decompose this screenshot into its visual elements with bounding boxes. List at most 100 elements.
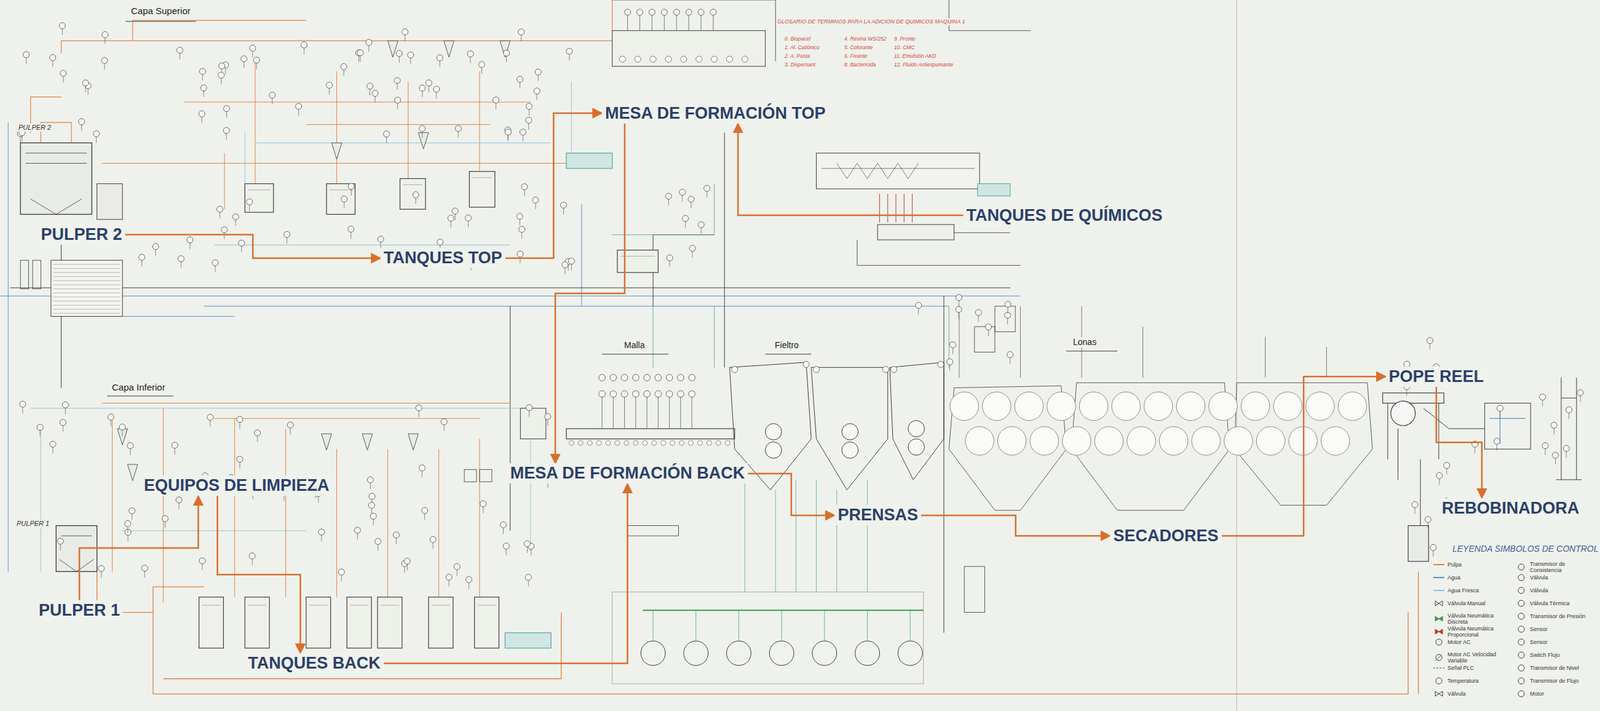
instrument-symbol	[466, 576, 473, 583]
instrument-symbol	[171, 442, 178, 449]
tank-symbol	[32, 260, 41, 289]
legend-text: Transmisor de Flujo	[1529, 677, 1594, 684]
pipe-line	[635, 397, 636, 429]
dryer-cylinder	[1273, 391, 1302, 420]
legend-sample	[1515, 664, 1528, 672]
dryer-cylinder	[1240, 391, 1270, 420]
instrument-tap	[564, 268, 566, 275]
pipe-line	[664, 15, 665, 31]
annotation-label: Lonas	[1071, 336, 1098, 348]
pipe-line	[380, 605, 400, 606]
tank-symbol	[974, 326, 995, 352]
instrument-symbol	[198, 110, 205, 117]
felt-roll	[937, 360, 944, 368]
instrument-tap	[418, 410, 420, 417]
instrument-tap	[386, 137, 387, 144]
instrument-symbol	[19, 400, 26, 408]
roll-symbol	[661, 440, 666, 446]
pipe-line	[613, 397, 614, 429]
instrument-tap	[127, 526, 128, 533]
tank-symbol	[428, 597, 454, 649]
legend-entry: Válvula	[1515, 573, 1596, 582]
instrument-symbol	[915, 302, 922, 309]
instrument-symbol	[354, 526, 361, 534]
instrument-tap	[21, 135, 23, 143]
cleaner-cone	[443, 40, 455, 58]
instrument-symbol	[1542, 442, 1549, 449]
instrument-tap	[535, 202, 537, 210]
tank-symbol	[877, 224, 954, 240]
legend-entry: Válvula	[1515, 586, 1596, 595]
legend-entry: Sensor	[1515, 638, 1596, 646]
pipe-line	[431, 605, 451, 606]
instrument-symbol	[177, 255, 184, 262]
vacuum-pump	[897, 640, 923, 666]
legend-text: Motor AC	[1447, 638, 1512, 646]
pipe-line	[477, 605, 497, 606]
pipe-line	[823, 609, 825, 641]
instrument-symbol	[338, 568, 345, 575]
instrument-symbol	[375, 538, 382, 545]
screen-line	[52, 288, 121, 290]
screen-line	[52, 268, 121, 269]
pipe-line	[744, 479, 868, 593]
roll-symbol	[711, 55, 718, 63]
tank-symbol	[326, 183, 355, 215]
roll-symbol	[741, 55, 748, 63]
vacuum-pump	[855, 640, 880, 666]
instrument-tap	[571, 264, 572, 271]
instrument-symbol	[677, 374, 685, 382]
instrument-symbol	[455, 125, 462, 132]
roll-symbol	[670, 440, 676, 446]
instrument-tap	[952, 348, 954, 355]
instrument-tap	[62, 425, 64, 432]
instrument-tap	[520, 35, 522, 42]
dryer-cylinder	[1191, 426, 1220, 456]
instrument-tap	[450, 221, 452, 228]
pipe-line	[642, 609, 923, 611]
instrument-symbol	[419, 84, 426, 92]
legend-sample	[1432, 677, 1446, 685]
pipe-line	[1387, 402, 1450, 459]
instrument-symbol	[1004, 312, 1011, 319]
instrument-symbol	[632, 374, 640, 382]
dryer-cylinder	[1079, 391, 1108, 420]
process-area: EQUIPOS DE LIMPIEZA	[140, 475, 333, 496]
legend-entry: Temperatura	[1432, 677, 1513, 685]
instrument-symbol	[199, 557, 206, 564]
reel-frame	[1382, 392, 1445, 404]
instrument-tap	[521, 232, 523, 239]
pipe-line	[653, 609, 654, 641]
instrument-symbol	[223, 127, 230, 134]
pipe-line	[472, 177, 492, 178]
instrument-tap	[456, 569, 458, 576]
instrument-tap	[290, 427, 291, 435]
instrument-tap	[377, 544, 379, 551]
instrument-tap	[201, 116, 203, 123]
instrument-symbol	[499, 521, 507, 528]
instrument-symbol	[141, 565, 148, 572]
area-label: REBOBINADORA	[1441, 498, 1580, 518]
glossary-text: 0. Biopacel	[783, 35, 812, 42]
instrument-symbol	[241, 55, 248, 63]
pipe-line	[695, 609, 697, 641]
instrument-symbol	[368, 493, 376, 500]
pipe-line	[688, 15, 690, 31]
instrument-symbol	[975, 309, 982, 316]
roll-symbol	[605, 440, 611, 446]
legend-sample	[1432, 627, 1446, 636]
instrument-tap	[978, 315, 979, 322]
wire-table	[566, 428, 735, 440]
instrument-tap	[1553, 427, 1555, 435]
glossary-text: 10. CMC	[892, 44, 917, 51]
press-roll	[765, 442, 783, 459]
instrument-tap	[239, 462, 240, 469]
glossary-text: 4. Resina WS/252	[843, 35, 888, 42]
instrument-tap	[458, 131, 459, 138]
instrument-tap	[396, 538, 397, 545]
roll-symbol	[619, 55, 626, 63]
dryer-cylinder	[1094, 426, 1123, 456]
legend-text: Agua Fresca	[1447, 587, 1512, 594]
flow-connector	[505, 113, 603, 259]
